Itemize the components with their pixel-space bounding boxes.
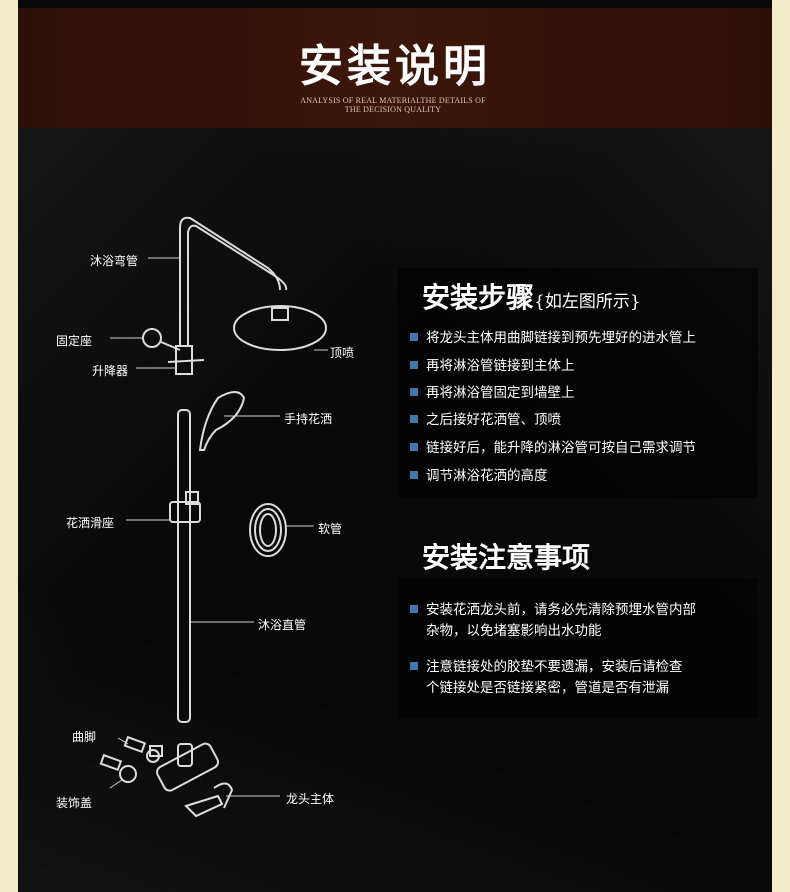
bullet-icon — [410, 662, 418, 670]
notes-heading: 安装注意事项 — [422, 536, 590, 576]
bullet-icon — [410, 605, 418, 613]
steps-title-suffix: {如左图所示} — [534, 292, 641, 312]
bend-pipe-outline — [187, 224, 288, 346]
label-curved-foot: 曲脚 — [72, 730, 97, 744]
note-item-continued: 杂物，以免堵塞影响出水功能 — [426, 623, 602, 639]
hand-shower-shape — [198, 391, 246, 451]
shower-diagram-drawing — [99, 216, 328, 818]
label-lifter: 升降器 — [92, 364, 129, 378]
subtitle-line-2: THE DECISION QUALITY — [344, 105, 442, 114]
subtitle-line-1: ANALYSIS OF REAL MATERIALTHE DETAILS OF — [300, 96, 486, 105]
label-decor-cover: 装饰盖 — [56, 796, 93, 810]
bullet-icon — [410, 471, 418, 479]
bullet-icon — [410, 443, 418, 451]
label-shower-slider: 花洒滑座 — [66, 516, 115, 530]
label-straight-pipe: 沐浴直管 — [258, 618, 307, 632]
notes-title: 安装注意事项 — [422, 541, 591, 574]
header-banner: 安装说明 ANALYSIS OF REAL MATERIALTHE DETAIL… — [18, 8, 772, 128]
bullet-icon — [410, 333, 418, 341]
label-fixed-seat: 固定座 — [56, 334, 93, 348]
step-item: 再将淋浴管链接到主体上 — [410, 354, 575, 374]
note-item-continued: 个链接处是否链接紧密，管道是否有泄漏 — [426, 680, 669, 696]
bullet-icon — [410, 388, 418, 396]
steps-title: 安装步骤 — [422, 281, 535, 314]
instruction-board: 安装说明 ANALYSIS OF REAL MATERIALTHE DETAIL… — [18, 0, 772, 892]
bullet-icon — [410, 415, 418, 423]
step-item: 链接好后，能升降的淋浴管可按自己需求调节 — [410, 436, 696, 456]
page-title: 安装说明 — [299, 41, 491, 92]
steps-heading: 安装步骤{如左图所示} — [422, 276, 641, 316]
label-bend-pipe: 沐浴弯管 — [90, 254, 139, 268]
note-item: 安装花洒龙头前，请务必先清除预埋水管内部 — [410, 598, 696, 618]
step-item: 之后接好花洒管、顶喷 — [410, 408, 561, 428]
bullet-icon — [410, 361, 418, 369]
top-spray-shape — [233, 305, 327, 351]
straight-pipe-shape — [177, 409, 191, 723]
step-item: 再将淋浴管固定到墙壁上 — [410, 381, 575, 401]
step-item: 调节淋浴花洒的高度 — [410, 464, 548, 484]
label-hand-shower: 手持花洒 — [284, 412, 333, 426]
label-top-spray: 顶喷 — [330, 346, 355, 360]
step-item: 将龙头主体用曲脚链接到预先埋好的进水管上 — [410, 326, 696, 346]
fixed-seat-shape — [142, 328, 162, 348]
background-shading — [18, 128, 772, 892]
steps-panel — [398, 268, 758, 498]
notes-panel — [398, 578, 758, 718]
top-spray-connector — [271, 307, 289, 321]
note-item: 注意链接处的胶垫不要遗漏，安装后请检查 — [410, 655, 683, 675]
label-hose: 软管 — [318, 522, 343, 536]
bend-pipe-shape — [179, 216, 281, 346]
faucet-body-shape — [156, 742, 220, 792]
label-faucet-body: 龙头主体 — [286, 792, 335, 806]
page-subtitle: ANALYSIS OF REAL MATERIALTHE DETAILS OF … — [278, 96, 508, 114]
shower-diagram: 沐浴弯管 固定座 升降器 顶喷 手持花洒 花洒滑座 软管 沐浴直管 曲脚 装饰盖… — [18, 128, 398, 892]
